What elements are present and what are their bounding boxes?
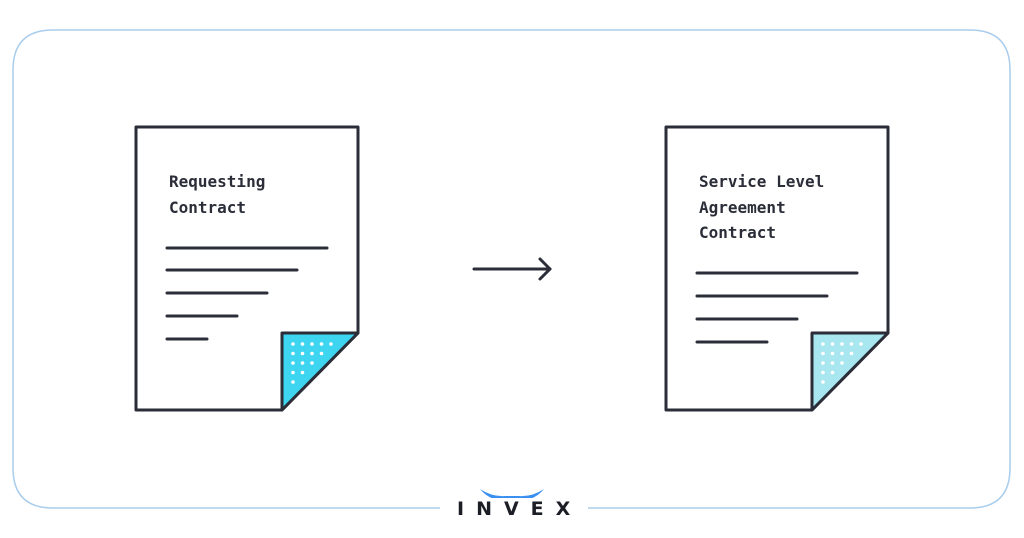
fold-dot — [291, 361, 295, 365]
fold-dot — [291, 380, 295, 384]
fold-dot — [319, 351, 324, 356]
fold-dot — [830, 351, 835, 356]
page-fold-icon — [280, 331, 360, 412]
fold-dot — [310, 361, 314, 365]
fold-dot — [840, 351, 844, 356]
fold-dot — [821, 361, 825, 365]
page-fold-icon — [810, 331, 890, 412]
fold-dot — [300, 351, 305, 356]
title-line: Contract — [699, 223, 777, 242]
title-line: Service Level — [699, 172, 825, 191]
fold-dot — [821, 342, 825, 346]
fold-dot — [849, 342, 854, 346]
right-arrow-icon — [472, 257, 552, 281]
fold-dot — [310, 351, 314, 356]
logo-text: INVEX — [457, 498, 583, 520]
fold-dots — [291, 342, 333, 384]
fold-dot — [300, 370, 305, 375]
fold-dot — [849, 351, 854, 356]
fold-dot — [300, 342, 305, 346]
fold-dot — [830, 342, 835, 346]
invex-logo: INVEX — [455, 498, 585, 520]
title-line: Agreement — [699, 197, 786, 217]
fold-dot — [329, 342, 333, 346]
fold-dot — [310, 342, 314, 346]
fold-dot — [291, 351, 295, 356]
title-line: Requesting — [169, 172, 266, 191]
document-requesting-contract — [134, 125, 360, 412]
title-line: Contract — [169, 197, 247, 217]
fold-dot — [821, 351, 825, 356]
fold-dot — [840, 342, 844, 346]
document-title-sla: Service Level Agreement Contract — [699, 169, 824, 246]
document-title-requesting: Requesting Contract — [169, 169, 265, 220]
fold-dot — [319, 342, 324, 346]
fold-dot — [821, 370, 825, 375]
fold-dot — [821, 380, 825, 384]
fold-dot — [291, 342, 295, 346]
logo-horns-icon — [480, 489, 544, 501]
fold-dots — [821, 342, 863, 384]
fold-dot — [859, 342, 863, 346]
document-sla-contract — [664, 125, 890, 412]
fold-dot — [830, 361, 835, 365]
fold-dot — [300, 361, 305, 365]
fold-dot — [830, 370, 835, 375]
fold-dot — [291, 370, 295, 375]
fold-dot — [840, 361, 844, 365]
frame-border — [12, 29, 1011, 509]
